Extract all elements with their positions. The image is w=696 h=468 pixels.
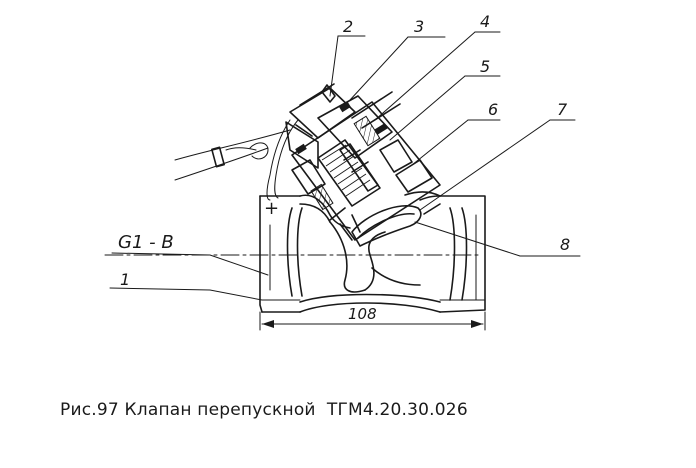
leader-lines — [109, 31, 581, 301]
callout-2: 2 — [343, 17, 353, 36]
thread-label: G1 - B — [118, 232, 174, 253]
callout-4: 4 — [480, 12, 490, 31]
callout-5: 5 — [480, 57, 490, 76]
dimension-108 — [259, 311, 486, 331]
plus-symbol: + — [264, 198, 279, 219]
callout-8: 8 — [560, 235, 570, 254]
figure-caption: Рис.97 Клапан перепускной ТГМ4.20.30.026 — [60, 400, 468, 420]
seal-wire — [174, 119, 299, 201]
dimension-label: 108 — [348, 305, 377, 323]
callout-6: 6 — [488, 100, 498, 119]
callout-1: 1 — [120, 270, 130, 289]
valve-head — [285, 83, 441, 247]
callout-7: 7 — [557, 100, 568, 119]
callout-3: 3 — [414, 17, 424, 36]
valve-body — [259, 191, 486, 313]
